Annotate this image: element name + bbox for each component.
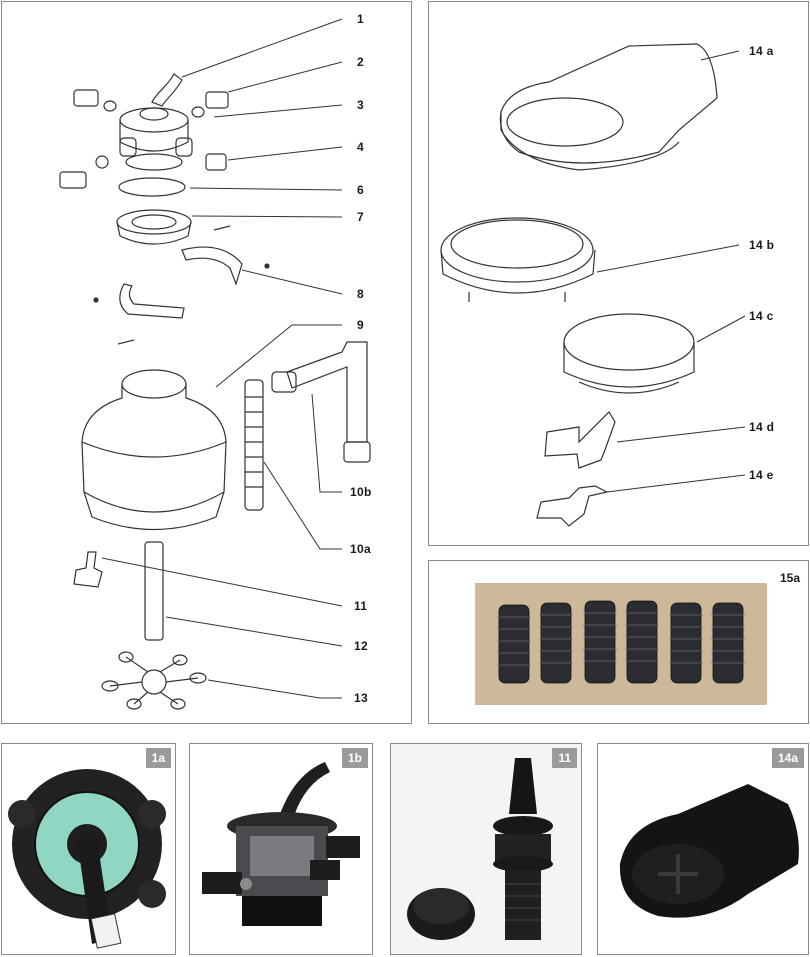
photo-11-panel: 11 — [390, 743, 582, 955]
part-7-flange — [116, 209, 192, 235]
laterals-illustration — [497, 600, 745, 684]
lid-exploded-diagram — [440, 43, 746, 527]
part-6-oring — [118, 177, 186, 197]
laterals-photo-panel: 15a — [428, 560, 809, 724]
callout-6: 6 — [357, 183, 364, 197]
photo-1a-panel: 1a — [1, 743, 176, 955]
callout-7: 7 — [357, 210, 364, 224]
laterals-photo — [475, 583, 767, 705]
part-8-clamp — [181, 246, 243, 286]
badge-11: 11 — [552, 748, 577, 768]
part-2-union — [205, 91, 229, 109]
callout-14d: 14 d — [749, 420, 775, 434]
callout-10a: 10a — [350, 542, 371, 556]
callout-4: 4 — [357, 140, 364, 154]
callout-13: 13 — [354, 691, 368, 705]
callout-11: 11 — [354, 599, 368, 613]
lid-photo-illustration — [619, 784, 799, 918]
badge-14a: 14a — [771, 748, 804, 768]
callout-12: 12 — [354, 639, 368, 653]
main-exploded-diagram-panel: 1 2 3 4 6 7 8 9 10b 10a 11 12 13 — [1, 1, 412, 724]
photo-1b-panel: 1b — [189, 743, 373, 955]
photo-14a-panel: 14a — [597, 743, 809, 955]
callout-10b: 10b — [350, 485, 372, 499]
lid-diagram-panel: 14 a 14 b 14 c 14 d 14 e — [428, 1, 809, 546]
callout-9: 9 — [357, 318, 364, 332]
callout-8: 8 — [357, 287, 364, 301]
part-12-standpipe — [144, 541, 164, 641]
callout-14a: 14 a — [749, 44, 774, 58]
callout-1: 1 — [357, 12, 364, 26]
badge-15a: 15a — [779, 571, 800, 585]
drain-plug-illustration — [407, 758, 553, 940]
callout-14b: 14 b — [749, 238, 775, 252]
part-9-tank — [121, 369, 187, 399]
part-14b-ring — [440, 217, 594, 283]
part-4-union — [205, 153, 227, 171]
badge-1a: 1a — [145, 748, 171, 768]
valve-side-illustration — [202, 762, 360, 926]
part-11-drain — [73, 551, 103, 588]
main-exploded-diagram — [59, 18, 371, 710]
part-10b-elbow — [286, 341, 368, 443]
part-1-handle — [151, 73, 183, 107]
callout-14e: 14 e — [749, 468, 774, 482]
part-14e-tab — [536, 485, 609, 527]
callout-14c: 14 c — [749, 309, 774, 323]
valve-top-illustration — [8, 769, 166, 949]
part-14a-lid — [499, 43, 718, 164]
part-14d-clip — [544, 411, 616, 469]
callout-3: 3 — [357, 98, 364, 112]
badge-1b: 1b — [341, 748, 368, 768]
callout-2: 2 — [357, 55, 364, 69]
part-10a-pipe — [244, 379, 264, 511]
part-14c-cover — [563, 313, 695, 371]
part-13-laterals-hub — [101, 651, 207, 710]
